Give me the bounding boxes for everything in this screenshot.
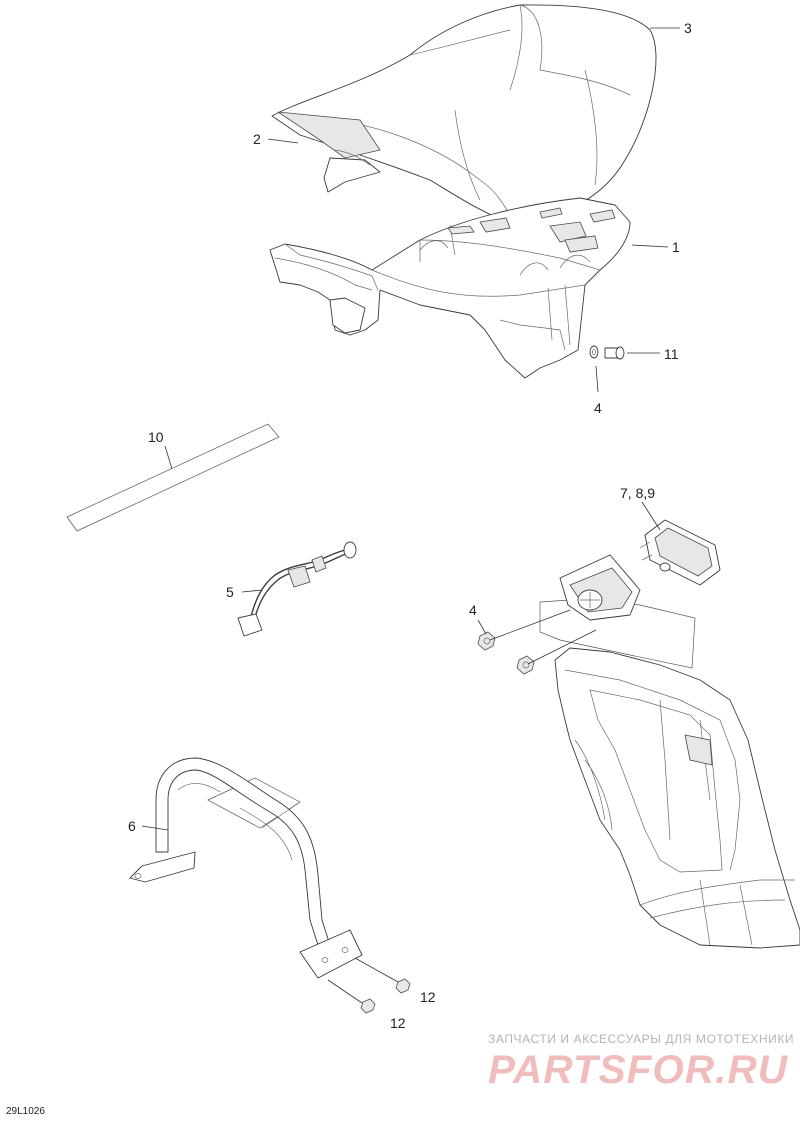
taillight-assembly-parts-7-8-9 [539, 519, 721, 669]
wiring-harness-part-5 [237, 541, 357, 637]
callout-7-8-9: 7, 8,9 [620, 485, 655, 501]
callout-2: 2 [253, 131, 261, 147]
decal-strip-part-10 [66, 423, 280, 532]
callout-6: 6 [128, 818, 136, 834]
watermark-brand: PARTSFOR.RU [488, 1048, 788, 1092]
callout-10: 10 [148, 429, 164, 445]
nuts-part-4 [477, 631, 535, 675]
nuts-part-12 [360, 978, 411, 1014]
callout-4-mid: 4 [469, 602, 477, 618]
leader-lines [141, 27, 680, 1004]
callout-1: 1 [672, 239, 680, 255]
seat-part-3 [271, 4, 657, 226]
callout-3: 3 [684, 20, 692, 36]
callout-12-upper: 12 [420, 989, 436, 1005]
bolt-and-washer [589, 345, 625, 360]
watermark: ЗАПЧАСТИ И АКСЕССУАРЫ ДЛЯ МОТОТЕХНИКИ PA… [488, 1032, 794, 1092]
callout-11: 11 [664, 346, 679, 362]
grab-handle-part-6 [129, 757, 363, 979]
callout-4-top: 4 [594, 400, 602, 416]
rear-fender-panel [554, 647, 800, 949]
callouts: 3 2 1 11 4 10 7, 8,9 5 4 6 12 12 [128, 20, 692, 1031]
watermark-tagline: ЗАПЧАСТИ И АКСЕССУАРЫ ДЛЯ МОТОТЕХНИКИ [488, 1032, 794, 1046]
document-code: 29L1026 [6, 1106, 45, 1117]
callout-5: 5 [226, 584, 234, 600]
seat-base-part-1 [269, 197, 631, 379]
callout-12-lower: 12 [390, 1015, 406, 1031]
